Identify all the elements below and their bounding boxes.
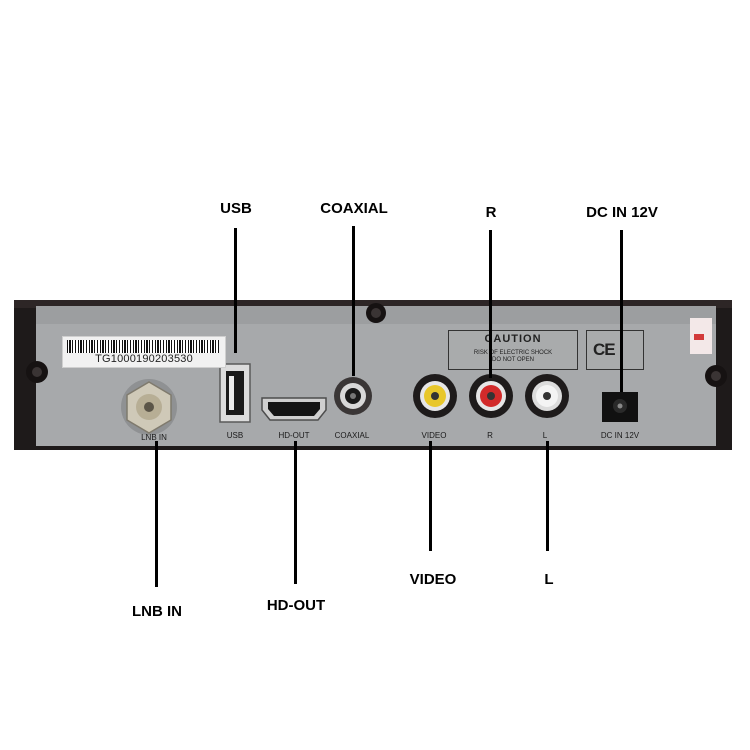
screw-icon-top — [366, 303, 386, 323]
caution-line-1: RISK OF ELECTRIC SHOCK — [473, 350, 553, 356]
rca-left-jack[interactable] — [525, 374, 569, 418]
callout-video: VIDEO — [409, 571, 457, 588]
callout-r: R — [485, 204, 497, 221]
leader-line-video — [429, 441, 432, 551]
port-label-hd-out: HD-OUT — [278, 431, 310, 440]
coaxial-port[interactable] — [334, 377, 372, 415]
caution-title: CAUTION — [484, 333, 542, 345]
screw-icon-right — [705, 365, 727, 387]
usb-port[interactable] — [219, 363, 251, 423]
leader-line-coaxial — [352, 226, 355, 376]
caution-line-2: DO NOT OPEN — [492, 357, 534, 363]
ce-mark: CE — [593, 340, 616, 359]
leader-line-hd-out — [294, 441, 297, 584]
leader-line-lnb-in — [155, 441, 158, 587]
rca-video-jack[interactable] — [413, 374, 457, 418]
callout-usb: USB — [220, 200, 252, 217]
barcode — [67, 340, 219, 353]
port-label-coaxial: COAXIAL — [334, 431, 370, 440]
leader-line-dc-in — [620, 230, 623, 392]
leader-line-r — [489, 230, 492, 378]
port-label-dc-in: DC IN 12V — [600, 431, 640, 440]
ce-label: CE — [586, 330, 644, 370]
edge-sticker-mark — [694, 334, 704, 340]
port-label-l: L — [542, 431, 548, 440]
callout-dc-in: DC IN 12V — [586, 204, 658, 221]
port-label-usb: USB — [226, 431, 244, 440]
serial-sticker: TG1000190203530 — [62, 336, 226, 368]
callout-lnb-in: LNB IN — [132, 603, 182, 620]
rca-right-jack[interactable] — [469, 374, 513, 418]
leader-line-l — [546, 441, 549, 551]
screw-icon-left — [26, 361, 48, 383]
port-label-r: R — [487, 431, 493, 440]
port-label-video: VIDEO — [421, 431, 447, 440]
dc-in-jack[interactable] — [602, 392, 638, 422]
port-label-lnb-in: LNB IN — [141, 433, 167, 442]
leader-line-usb — [234, 228, 237, 353]
callout-coaxial: COAXIAL — [320, 200, 388, 217]
caution-label: CAUTION RISK OF ELECTRIC SHOCK DO NOT OP… — [448, 330, 578, 370]
serial-number: TG1000190203530 — [95, 353, 193, 365]
hdmi-port[interactable] — [261, 397, 327, 421]
lnb-in-connector[interactable] — [121, 379, 177, 435]
callout-hd-out: HD-OUT — [266, 597, 326, 614]
callout-l: L — [544, 571, 554, 588]
